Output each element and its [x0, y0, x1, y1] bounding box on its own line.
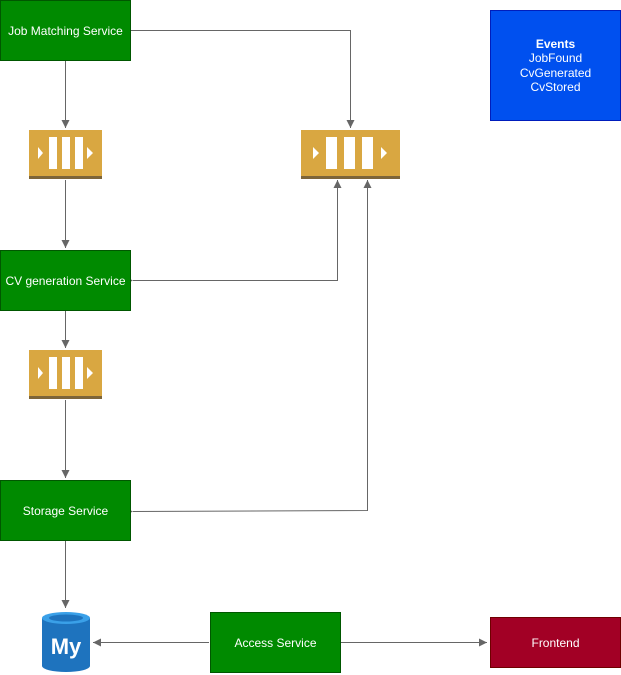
queue-icon-3 — [301, 130, 400, 179]
event-item: CvGenerated — [519, 65, 592, 80]
cv-generation-service-node[interactable]: CV generation Service — [0, 250, 131, 311]
storage-service-node[interactable]: Storage Service — [0, 480, 131, 541]
queue-icon-1 — [29, 130, 102, 179]
access-service-node[interactable]: Access Service — [210, 612, 341, 673]
job-matching-service-label: Job Matching Service — [8, 23, 123, 38]
frontend-node[interactable]: Frontend — [490, 617, 621, 668]
events-title: Events — [535, 36, 576, 51]
event-item: CvStored — [530, 80, 581, 94]
job-matching-service-node[interactable]: Job Matching Service — [0, 0, 131, 61]
edge-jobmatching-to-queue3 — [131, 30, 355, 128]
access-service-label: Access Service — [234, 635, 317, 650]
edge-cvgen-queue3 — [125, 180, 342, 285]
storage-service-label: Storage Service — [22, 503, 109, 518]
cv-generation-service-label: CV generation Service — [5, 273, 126, 288]
database-logo-text: My — [51, 634, 82, 659]
edge-storage-queue3 — [124, 180, 372, 516]
frontend-label: Frontend — [531, 635, 580, 650]
mysql-database-icon: My — [42, 612, 90, 672]
event-item: JobFound — [528, 51, 583, 65]
queue-icon-2 — [29, 350, 102, 399]
events-legend-node[interactable]: Events JobFound CvGenerated CvStored — [490, 10, 621, 121]
